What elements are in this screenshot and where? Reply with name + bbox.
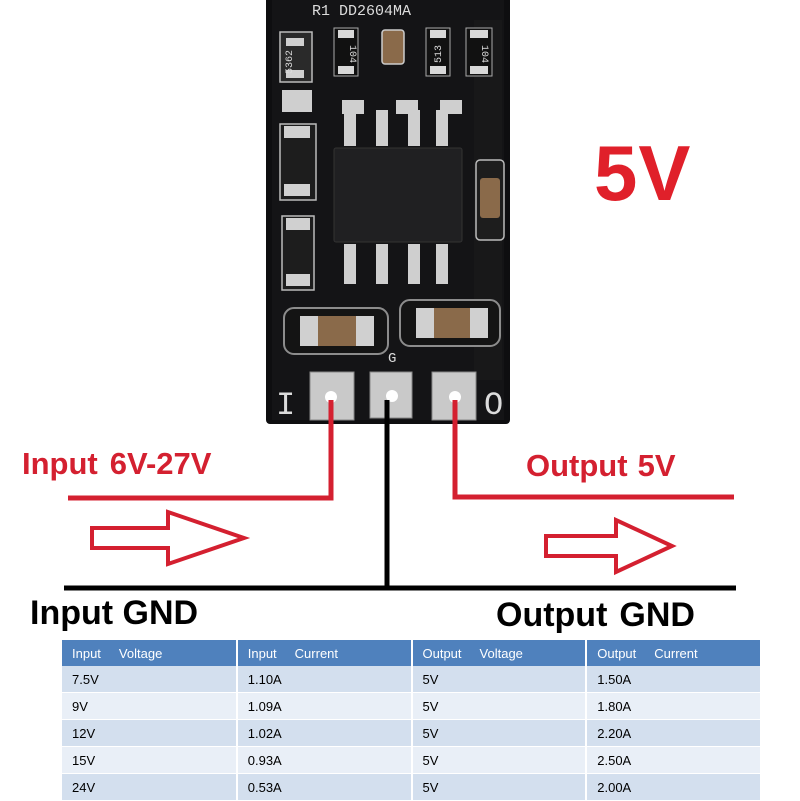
capacitor-right [475, 159, 505, 241]
pin-label-gnd: G [388, 351, 396, 367]
table-cell: 5V [411, 692, 588, 720]
table-cell: 2.20A [586, 719, 762, 747]
table-cell: 5V [411, 746, 588, 774]
output-gnd-text: GND [619, 596, 695, 634]
table-cell: 15V [62, 746, 238, 774]
table-cell: 1.02A [236, 719, 413, 747]
table-row: 24V 0.53A 5V 2.00A [62, 773, 762, 801]
table-row: 7.5V 1.10A 5V 1.50A [62, 666, 762, 693]
input-voltage-range: 6V-27V [109, 446, 212, 481]
table-cell: 1.10A [236, 666, 413, 693]
pin-label-in: I [276, 387, 295, 424]
table-cell: 5V [411, 719, 588, 747]
table-row: 12V 1.02A 5V 2.20A [62, 719, 762, 747]
table-cell: 2.50A [586, 746, 762, 774]
output-voltage: 5V [637, 448, 676, 483]
input-label: Input 6V-27V [22, 446, 211, 482]
ic-chip [333, 110, 463, 284]
svg-text:104: 104 [478, 45, 489, 63]
table-cell: 7.5V [62, 666, 238, 693]
capacitors-bottom [283, 299, 501, 355]
smd-components-left [279, 123, 317, 291]
output-label-text: Output [526, 448, 628, 483]
silkscreen-top: R1 DD2604MA [312, 3, 411, 20]
table-cell: 9V [62, 692, 238, 720]
output-arrow-icon [544, 516, 677, 576]
smd-components-top [279, 27, 493, 114]
output-label: Output 5V [526, 448, 676, 484]
headline-voltage: 5V [594, 129, 692, 217]
table-cell: 0.93A [236, 746, 413, 774]
table-cell: 0.53A [236, 773, 413, 801]
output-gnd-label: Output GND [496, 596, 695, 635]
svg-text:5362: 5362 [285, 50, 296, 74]
input-gnd-label: Input GND [30, 594, 199, 632]
input-wire [68, 400, 334, 501]
table-cell: 12V [62, 719, 238, 747]
table-cell: 5V [411, 666, 588, 693]
table-cell: 24V [62, 773, 238, 801]
input-label-text: Input [22, 446, 98, 481]
table-cell: 1.09A [236, 692, 413, 720]
output-gnd-word: Output [496, 596, 608, 634]
svg-text:513: 513 [434, 45, 445, 63]
pin-label-out: O [484, 387, 503, 424]
table-row: 15V 0.93A 5V 2.50A [62, 746, 762, 774]
table-row: 9V 1.09A 5V 1.80A [62, 692, 762, 720]
table-cell: 1.50A [586, 666, 762, 693]
table-cell: 2.00A [586, 773, 762, 801]
table-cell: 1.80A [586, 692, 762, 720]
input-arrow-icon [90, 509, 251, 567]
output-wire [452, 400, 734, 500]
pin-pads [309, 371, 477, 421]
table-cell: 5V [411, 773, 588, 801]
svg-text:104: 104 [346, 45, 357, 63]
